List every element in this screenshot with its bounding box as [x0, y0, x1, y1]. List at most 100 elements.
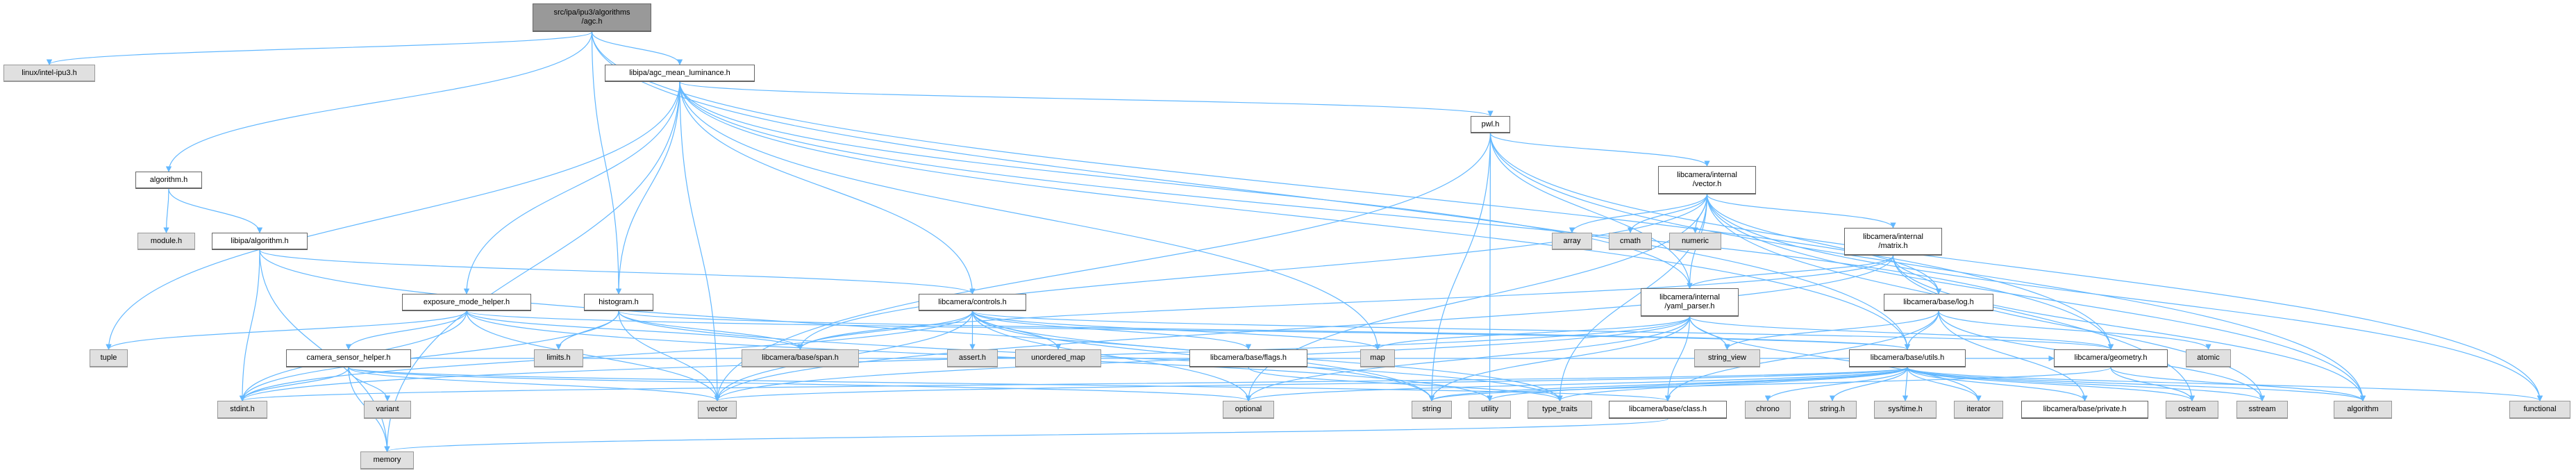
node-matrix[interactable]: libcamera/internal /matrix.h	[1844, 228, 1942, 256]
node-string: string	[1412, 401, 1452, 419]
node-label: iterator	[1966, 405, 1991, 413]
edge-utils-to-private	[1907, 367, 2088, 401]
edge-aml-to-vector	[679, 81, 721, 401]
node-yaml[interactable]: libcamera/internal /yaml_parser.h	[1641, 288, 1739, 317]
node-private[interactable]: libcamera/base/private.h	[2021, 401, 2148, 419]
edge-agc-to-utils	[591, 31, 1911, 350]
node-flags[interactable]: libcamera/base/flags.h	[1189, 349, 1307, 367]
edge-histogram-to-vector	[618, 310, 721, 401]
node-algorithm-h[interactable]: algorithm.h	[135, 172, 202, 189]
node-algorithm: algorithm	[2334, 401, 2392, 419]
node-iterator: iterator	[1954, 401, 2003, 419]
edge-utils-to-string_h	[1829, 367, 1908, 401]
edge-log-to-utils	[1904, 310, 1939, 350]
node-label: sstream	[2248, 405, 2276, 413]
edge-utils-to-type_traits	[1557, 367, 1908, 401]
node-optional: optional	[1223, 401, 1274, 419]
edge-agc-to-geometry	[591, 31, 2114, 350]
edge-utils-to-iterator	[1907, 367, 1982, 401]
node-memory: memory	[360, 451, 414, 470]
node-label: libcamera/internal /matrix.h	[1863, 232, 1923, 250]
edge-algorithm_h-to-libipa_algorithm	[168, 188, 263, 233]
node-label: histogram.h	[599, 297, 639, 306]
edge-controls-to-optional	[971, 310, 1252, 401]
edge-log-to-string_view	[1724, 310, 1939, 350]
node-ipu3: linux/intel-ipu3.h	[3, 65, 95, 82]
edge-matrix-to-sstream	[1892, 255, 2266, 401]
edge-histogram-to-utils	[618, 310, 1910, 350]
node-label: linux/intel-ipu3.h	[22, 68, 77, 77]
node-histogram[interactable]: histogram.h	[584, 294, 653, 311]
edge-ivector-to-algorithm	[1706, 194, 2366, 401]
node-label: functional	[2523, 405, 2557, 413]
edge-emh-to-span	[466, 310, 803, 350]
node-controls[interactable]: libcamera/controls.h	[919, 294, 1026, 311]
node-span: libcamera/base/span.h	[742, 349, 859, 367]
node-type-traits: type_traits	[1528, 401, 1592, 419]
edge-utils-to-vector	[714, 367, 1908, 401]
edge-pwl-to-ivector	[1489, 133, 1710, 167]
node-assert: assert.h	[947, 349, 998, 367]
node-label: module.h	[150, 236, 183, 245]
edge-agc-to-histogram	[591, 31, 622, 294]
edge-flags-to-type_traits	[1248, 367, 1563, 401]
node-ostream: ostream	[2166, 401, 2218, 419]
node-label: string_view	[1707, 354, 1747, 362]
edge-yaml-to-geometry	[1689, 316, 2114, 350]
edge-aml-to-tuple	[106, 81, 680, 350]
edge-yaml-to-optional	[1245, 316, 1691, 401]
edge-geometry-to-ostream	[2110, 367, 2196, 401]
edge-controls-to-map	[971, 310, 1381, 350]
node-stdint: stdint.h	[217, 401, 267, 419]
node-label: algorithm	[2347, 405, 2379, 413]
edge-matrix-to-algorithm	[1892, 255, 2366, 401]
node-utils[interactable]: libcamera/base/utils.h	[1849, 349, 1966, 367]
edge-ivector-to-matrix	[1706, 194, 1896, 229]
edge-utils-to-ostream	[1907, 367, 2196, 401]
edge-csh-to-class	[348, 367, 1671, 401]
node-label: algorithm.h	[149, 175, 188, 184]
edge-matrix-to-span	[797, 255, 1894, 350]
node-class[interactable]: libcamera/base/class.h	[1609, 401, 1727, 419]
edge-utils-to-functional	[1907, 367, 2543, 401]
node-csh[interactable]: camera_sensor_helper.h	[286, 349, 411, 367]
node-geometry[interactable]: libcamera/geometry.h	[2054, 349, 2168, 367]
node-label: libcamera/base/span.h	[762, 354, 839, 362]
edge-aml-to-emh	[463, 81, 680, 294]
edge-csh-to-stdint	[239, 367, 349, 401]
node-label: variant	[376, 405, 399, 413]
node-label: exposure_mode_helper.h	[423, 297, 510, 306]
node-numeric: numeric	[1669, 233, 1721, 250]
node-label: sys/time.h	[1888, 405, 1923, 413]
node-label: libcamera/geometry.h	[2074, 354, 2148, 362]
edge-csh-to-optional	[348, 367, 1251, 401]
node-aml[interactable]: libipa/agc_mean_luminance.h	[605, 65, 755, 82]
edge-geometry-to-string	[1429, 367, 2111, 401]
node-ivector[interactable]: libcamera/internal /vector.h	[1658, 166, 1756, 194]
node-label: libcamera/base/log.h	[1903, 297, 1974, 306]
edge-utils-to-algorithm	[1907, 367, 2366, 401]
edge-ivector-to-log	[1706, 194, 1942, 294]
edge-utils-to-utility	[1487, 367, 1908, 401]
node-vector: vector	[698, 401, 737, 419]
edge-emh-to-vector	[466, 310, 721, 401]
edge-matrix-to-yaml	[1687, 255, 1894, 289]
edge-ivector-to-type_traits	[1557, 194, 1708, 401]
edge-pwl-to-yaml	[1489, 133, 1693, 289]
edge-ivector-to-cmath	[1627, 194, 1708, 233]
node-label: optional	[1235, 405, 1262, 413]
node-label: pwl.h	[1481, 119, 1500, 128]
node-label: stdint.h	[230, 405, 255, 413]
node-emh[interactable]: exposure_mode_helper.h	[402, 294, 531, 311]
node-label: type_traits	[1542, 405, 1578, 413]
node-log[interactable]: libcamera/base/log.h	[1884, 294, 1993, 311]
edge-pwl-to-string	[1428, 133, 1491, 401]
node-libipa-algorithm[interactable]: libipa/algorithm.h	[212, 233, 308, 250]
node-pwl[interactable]: pwl.h	[1471, 116, 1510, 133]
node-sstream: sstream	[2236, 401, 2288, 419]
node-label: limits.h	[546, 354, 571, 362]
node-agc[interactable]: src/ipa/ipu3/algorithms /agc.h	[533, 3, 651, 32]
edge-yaml-to-string	[1428, 316, 1691, 401]
node-tuple: tuple	[90, 349, 128, 367]
node-label: numeric	[1681, 236, 1709, 245]
